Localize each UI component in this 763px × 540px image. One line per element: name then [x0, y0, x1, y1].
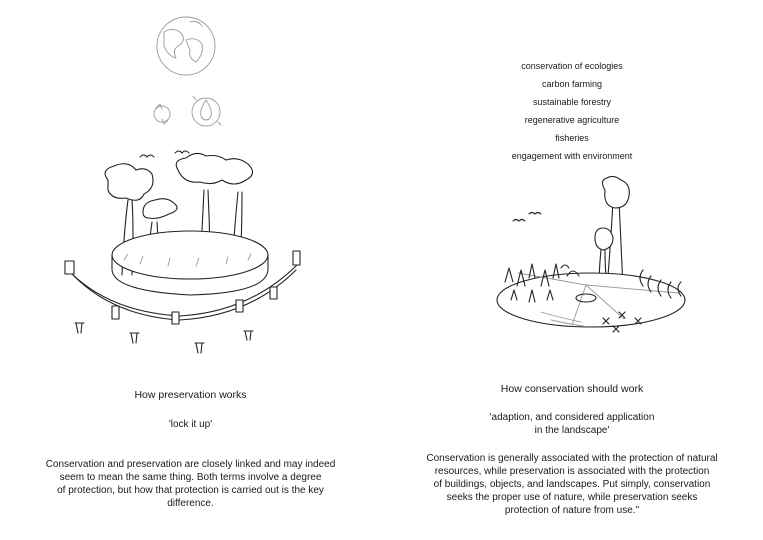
conservation-panel: conservation of ecologies carbon farming…	[381, 0, 763, 540]
globe-icon	[157, 17, 215, 75]
conservation-landscape-sketch	[381, 0, 763, 380]
conservation-title: How conservation should work	[381, 383, 763, 395]
preserved-island-sketch	[0, 0, 381, 380]
preservation-panel: How preservation works 'lock it up' Cons…	[0, 0, 381, 540]
water-drop-icon	[192, 96, 221, 126]
preservation-quote: 'lock it up'	[0, 418, 381, 431]
conservation-quote: 'adaption, and considered application in…	[381, 411, 763, 437]
preservation-description: Conservation and preservation are closel…	[0, 458, 381, 510]
recycle-icon	[154, 104, 170, 124]
preservation-title: How preservation works	[0, 389, 381, 401]
conservation-description: Conservation is generally associated wit…	[381, 452, 763, 517]
